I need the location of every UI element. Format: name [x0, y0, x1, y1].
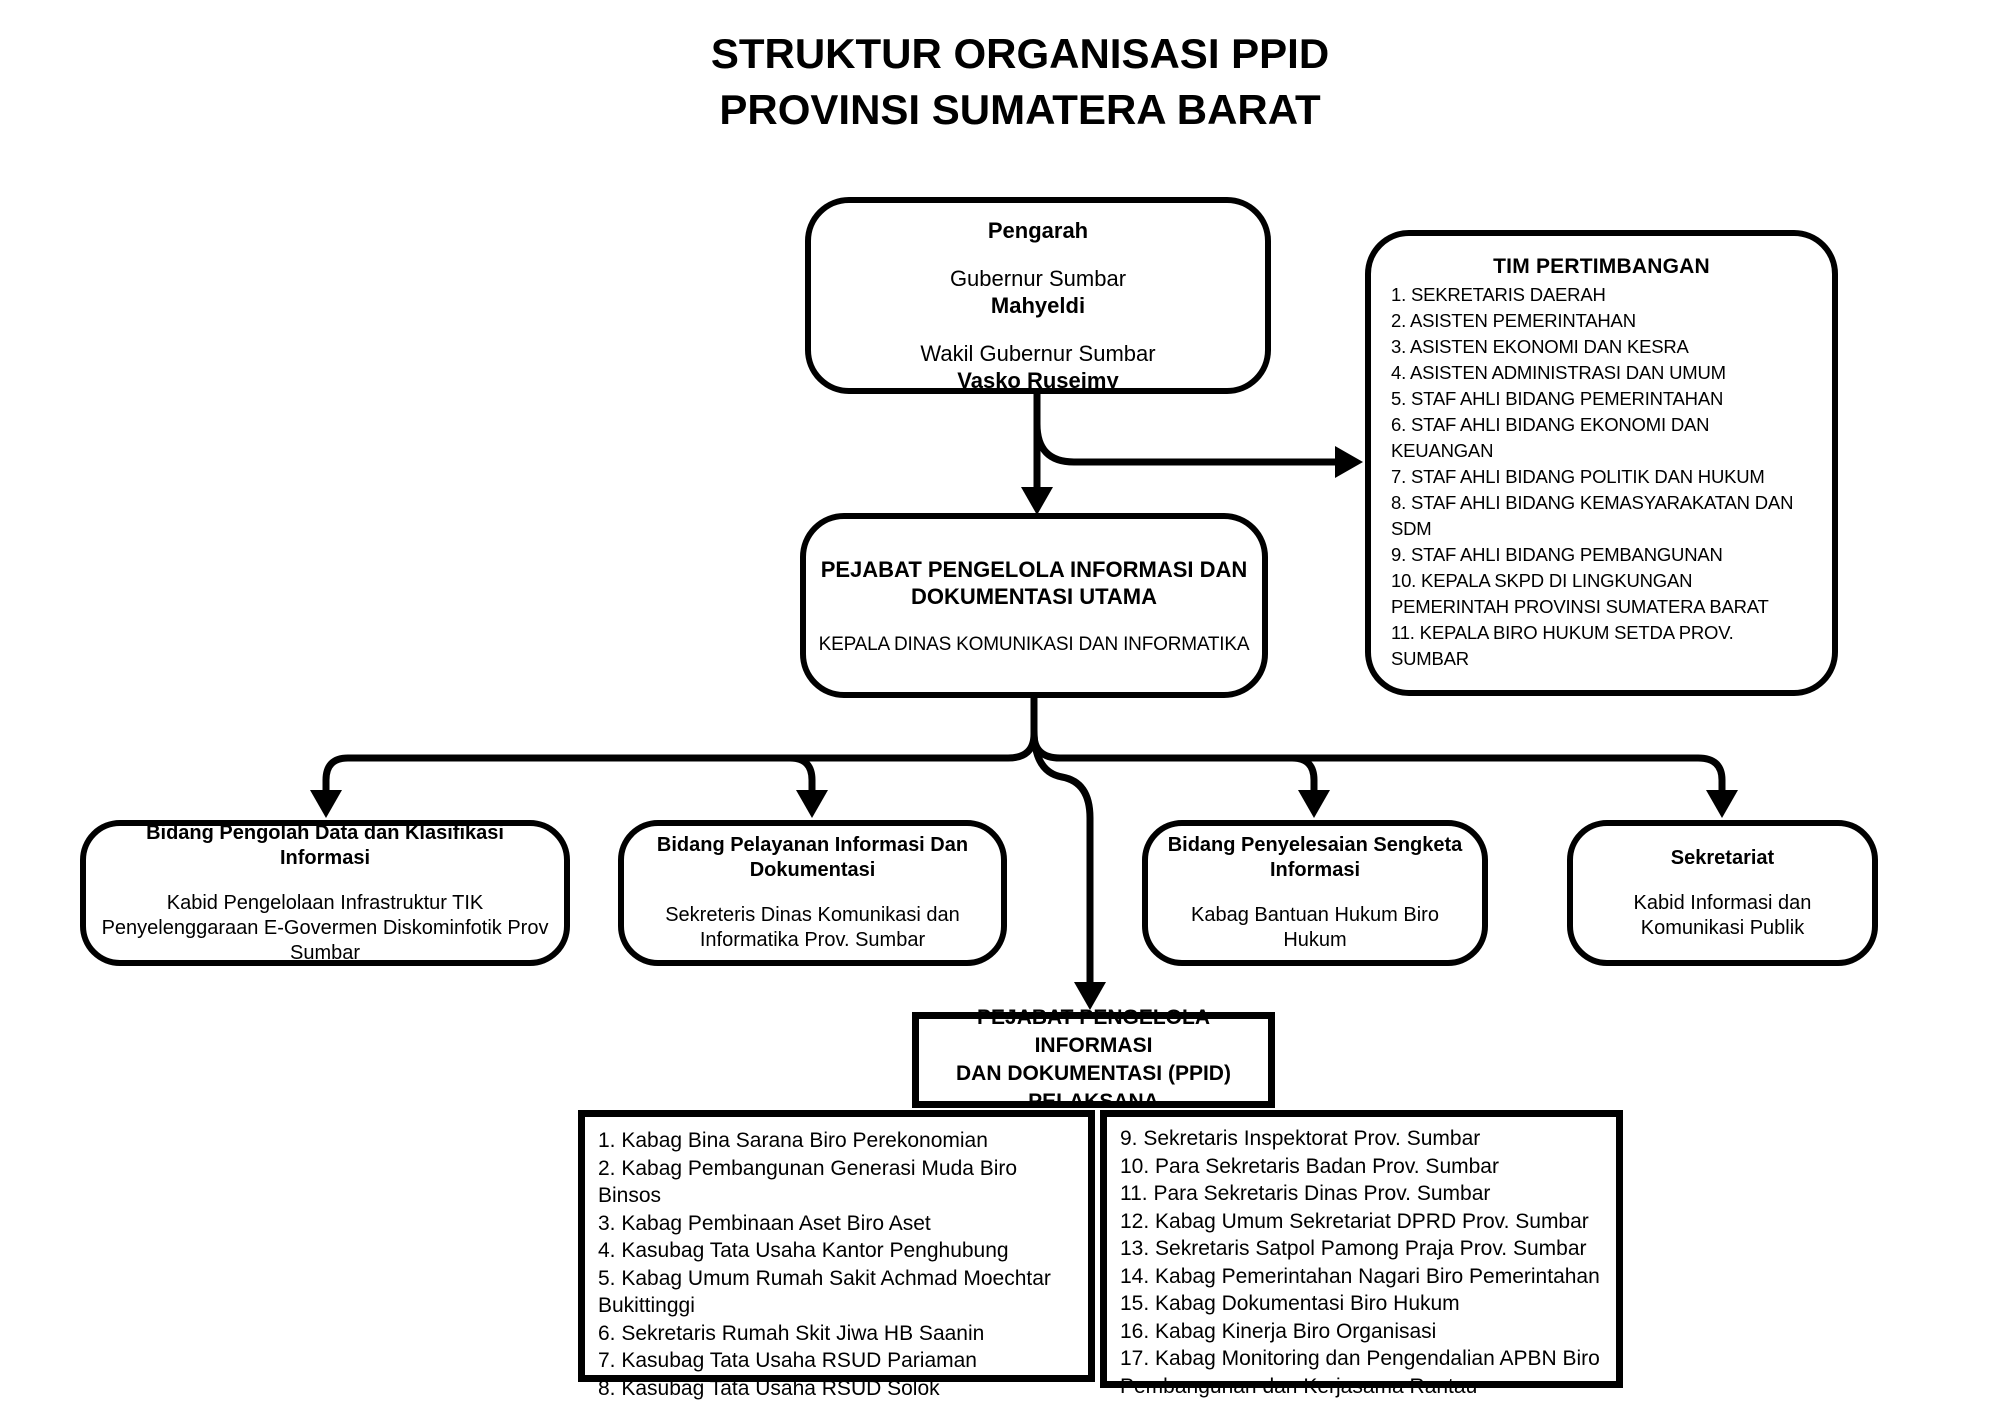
- list-item: 13. Sekretaris Satpol Pamong Praja Prov.…: [1120, 1237, 1587, 1260]
- ppid-pelaksana-heading: PEJABAT PENGELOLA INFORMASI DAN DOKUMENT…: [956, 1006, 1231, 1113]
- list-item: 11. Para Sekretaris Dinas Prov. Sumbar: [1120, 1182, 1491, 1205]
- connector-drop-bidang2: [786, 754, 816, 804]
- list-item: 6. STAF AHLI BIDANG EKONOMI DAN KEUANGAN: [1391, 413, 1710, 461]
- list-item: 2. Kabag Pembangunan Generasi Muda Biro …: [598, 1156, 1018, 1208]
- pelaksana-list-left-box: 1. Kabag Bina Sarana Biro Perekonomian 2.…: [578, 1110, 1095, 1400]
- arrowhead-bidang2: [796, 790, 828, 818]
- bidang-pengolah-data-title: Bidang Pengolah Data dan Klasifikasi Inf…: [146, 821, 504, 869]
- bidang-sengketa-title: Bidang Penyelesaian Sengketa Informasi: [1167, 834, 1463, 881]
- tim-pertimbangan-box: TIM PERTIMBANGAN 1. SEKRETARIS DAERAH 2. …: [1365, 230, 1838, 696]
- arrowhead-pelaksana: [1074, 982, 1106, 1010]
- list-item: 8. Kasubag Tata Usaha RSUD Solok: [598, 1376, 940, 1400]
- bidang-pelayanan-box: Bidang Pelayanan Informasi Dan Dokumenta…: [618, 820, 1007, 966]
- pengarah-entry-governor: Gubernur Sumbar Mahyeldi: [920, 265, 1155, 319]
- sekretariat-holder: Kabid Informasi dan Komunikasi Publik: [1633, 891, 1812, 939]
- pengarah-entries: Gubernur Sumbar Mahyeldi Wakil Gubernur …: [920, 265, 1155, 394]
- arrowhead-utama: [1021, 487, 1053, 515]
- ppid-utama-holder: KEPALA DINAS KOMUNIKASI DAN INFORMATIKA: [818, 633, 1250, 655]
- list-item: 15. Kabag Dokumentasi Biro Hukum: [1120, 1292, 1460, 1315]
- list-item: 9. Sekretaris Inspektorat Prov. Sumbar: [1120, 1127, 1481, 1150]
- list-item: 3. ASISTEN EKONOMI DAN KESRA: [1391, 335, 1689, 357]
- page-title: STRUKTUR ORGANISASI PPID PROVINSI SUMATE…: [710, 30, 1330, 133]
- list-item: 7. Kasubag Tata Usaha RSUD Pariaman: [598, 1349, 977, 1372]
- list-item: 5. Kabag Umum Rumah Sakit Achmad Moechta…: [598, 1266, 1051, 1318]
- bidang-pelayanan-holder: Sekreteris Dinas Komunikasi dan Informat…: [665, 904, 960, 951]
- tim-pertimbangan-list: 1. SEKRETARIS DAERAH 2. ASISTEN PEMERINTA…: [1391, 282, 1812, 672]
- arrowhead-bidang4: [1706, 790, 1738, 818]
- list-item: 12. Kabag Umum Sekretariat DPRD Prov. Su…: [1120, 1209, 1589, 1233]
- connector-to-pelaksana: [1030, 726, 1094, 996]
- list-item: 9. STAF AHLI BIDANG PEMBANGUNAN: [1391, 543, 1723, 565]
- list-item: 3. Kabag Pembinaan Aset Biro Aset: [598, 1211, 931, 1235]
- connector-drop-bidang3: [1288, 754, 1318, 804]
- pengarah-heading: Pengarah: [987, 218, 1089, 243]
- sekretariat-box: Sekretariat Kabid Informasi dan Komunika…: [1567, 820, 1878, 966]
- list-item: 14. Kabag Pemerintahan Nagari Biro Pemer…: [1120, 1264, 1600, 1288]
- connector-pengarah-to-tim: [1033, 420, 1348, 466]
- arrowhead-bidang1: [310, 790, 342, 818]
- list-item: 11. KEPALA BIRO HUKUM SETDA PROV. SUMBAR: [1391, 621, 1734, 669]
- tim-pertimbangan-heading: TIM PERTIMBANGAN: [1493, 254, 1710, 278]
- arrowhead-bidang3: [1298, 790, 1330, 818]
- ppid-pelaksana-box: PEJABAT PENGELOLA INFORMASI DAN DOKUMENT…: [912, 1006, 1275, 1113]
- sekretariat-title: Sekretariat: [1670, 846, 1775, 869]
- pengarah-entry-vice-governor: Wakil Gubernur Sumbar Vasko Ruseimy: [920, 340, 1155, 394]
- list-item: 1. Kabag Bina Sarana Biro Perekonomian: [598, 1129, 988, 1152]
- list-item: 8. STAF AHLI BIDANG KEMASYARAKATAN DAN S…: [1391, 491, 1794, 539]
- bidang-pelayanan-title: Bidang Pelayanan Informasi Dan Dokumenta…: [656, 834, 969, 881]
- arrowhead-tim: [1335, 446, 1363, 478]
- bidang-sengketa-box: Bidang Penyelesaian Sengketa Informasi K…: [1142, 820, 1488, 966]
- pelaksana-list-right-box: 9. Sekretaris Inspektorat Prov. Sumbar 10…: [1100, 1110, 1623, 1398]
- list-item: 4. ASISTEN ADMINISTRASI DAN UMUM: [1391, 361, 1726, 383]
- ppid-utama-box: PEJABAT PENGELOLA INFORMASI DAN DOKUMENT…: [800, 513, 1268, 698]
- bidang-sengketa-holder: Kabag Bantuan Hukum Biro Hukum: [1191, 904, 1439, 951]
- bidang-pengolah-data-holder: Kabid Pengelolaan Infrastruktur TIK Peny…: [101, 891, 549, 964]
- governor-role: Gubernur Sumbar: [949, 266, 1127, 291]
- list-item: 5. STAF AHLI BIDANG PEMERINTAHAN: [1391, 387, 1724, 409]
- vice-governor-role: Wakil Gubernur Sumbar: [920, 341, 1156, 366]
- list-item: 17. Kabag Monitoring dan Pengendalian AP…: [1120, 1347, 1600, 1398]
- bidang-pengolah-data-box: Bidang Pengolah Data dan Klasifikasi Inf…: [80, 820, 570, 966]
- governor-name: Mahyeldi: [990, 293, 1086, 318]
- pengarah-box: Pengarah Gubernur Sumbar Mahyeldi Wakil …: [805, 197, 1271, 394]
- list-item: 10. Para Sekretaris Badan Prov. Sumbar: [1120, 1154, 1499, 1178]
- connector-right-branch: [1030, 730, 1726, 804]
- list-item: 1. SEKRETARIS DAERAH: [1391, 283, 1606, 305]
- list-item: 2. ASISTEN PEMERINTAHAN: [1391, 309, 1636, 331]
- vice-governor-name: Vasko Ruseimy: [957, 368, 1119, 393]
- ppid-utama-title: PEJABAT PENGELOLA INFORMASI DAN DOKUMENT…: [820, 556, 1248, 609]
- list-item: 10. KEPALA SKPD DI LINGKUNGAN PEMERINTAH…: [1391, 569, 1769, 617]
- list-item: 16. Kabag Kinerja Biro Organisasi: [1120, 1319, 1437, 1343]
- list-item: 4. Kasubag Tata Usaha Kantor Penghubung: [598, 1239, 1009, 1262]
- list-item: 6. Sekretaris Rumah Skit Jiwa HB Saanin: [598, 1321, 985, 1345]
- connector-left-branch: [322, 730, 1038, 804]
- list-item: 7. STAF AHLI BIDANG POLITIK DAN HUKUM: [1391, 465, 1765, 487]
